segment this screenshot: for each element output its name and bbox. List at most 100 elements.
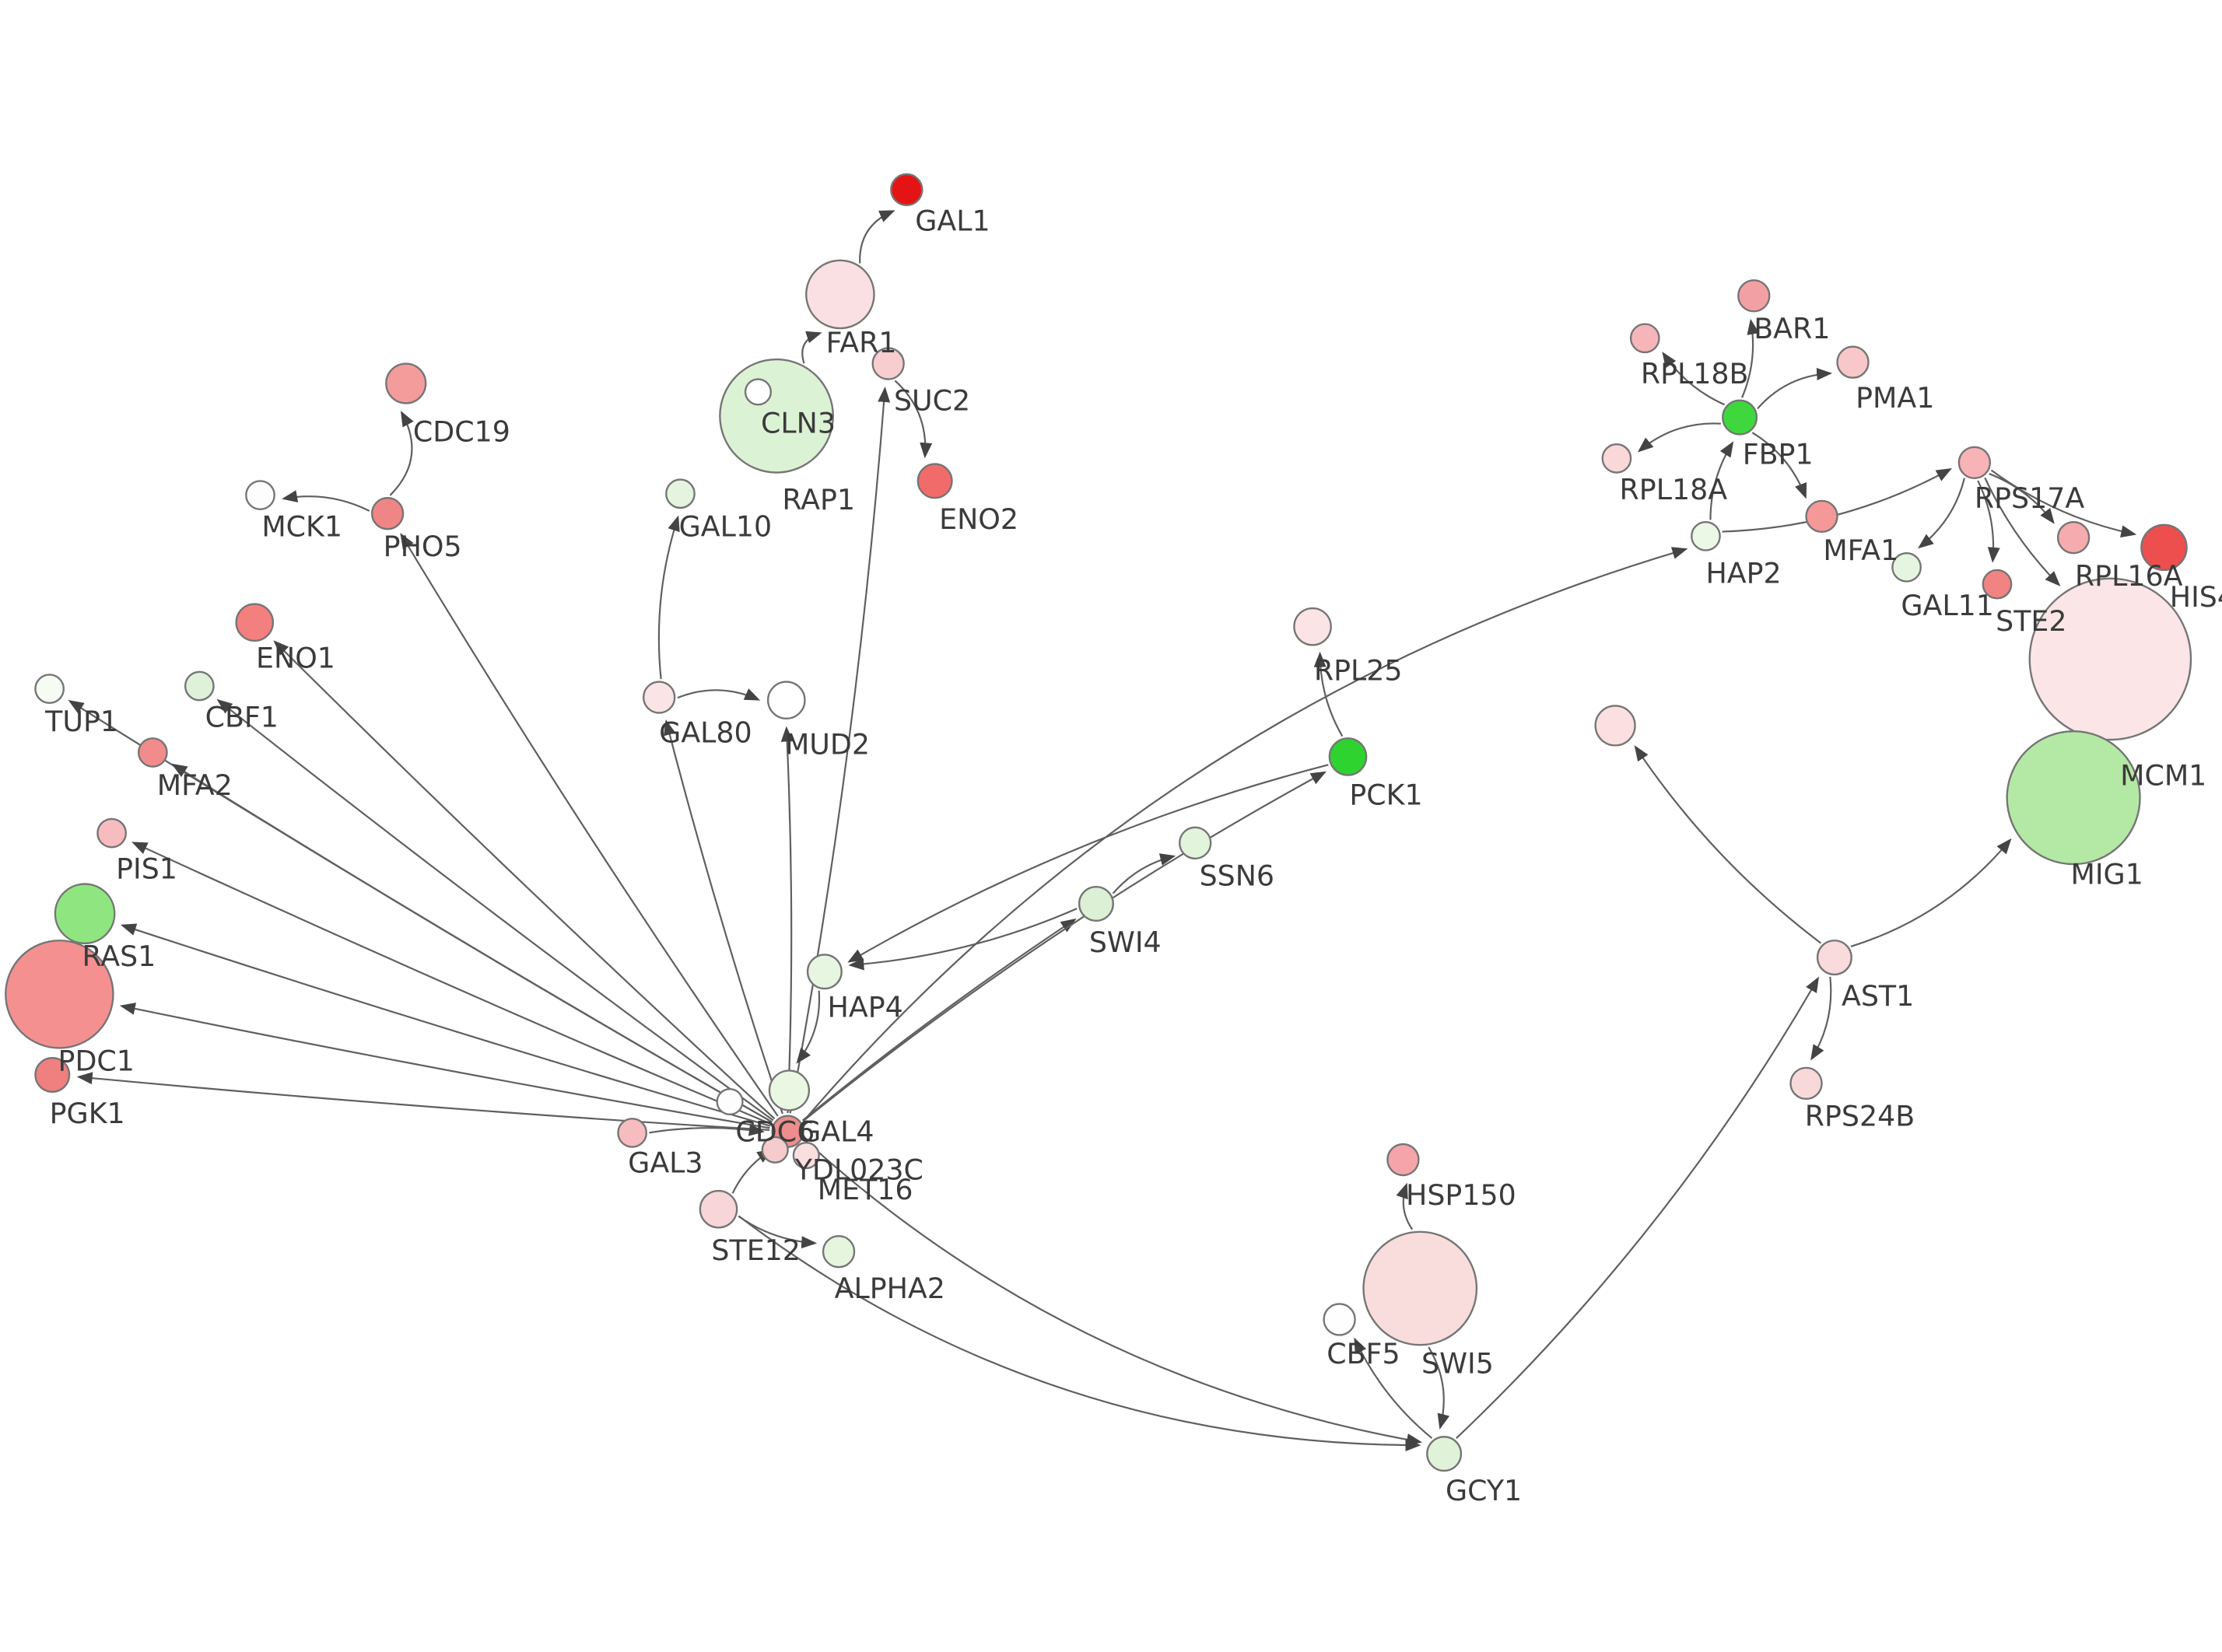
node-ssn6[interactable] — [1178, 826, 1212, 859]
node-hsp150[interactable] — [1386, 1143, 1420, 1177]
edge-ast1-unk1[interactable] — [1634, 745, 1822, 944]
edge-gal4-eno1[interactable] — [273, 640, 776, 1120]
node-rps17a[interactable] — [1957, 446, 1992, 479]
node-eno1[interactable] — [235, 603, 275, 642]
node-his4[interactable] — [2140, 523, 2188, 572]
node-tup1[interactable] — [34, 674, 65, 705]
edge-gcy1-cbf5[interactable] — [1354, 1337, 1433, 1439]
edge-gal4-cbf1[interactable] — [216, 698, 774, 1122]
node-far1[interactable] — [805, 259, 875, 330]
edge-swi5-hsp150[interactable] — [1396, 1182, 1414, 1230]
node-rpl18a[interactable] — [1601, 443, 1632, 474]
edge-gal4-mfa2[interactable] — [171, 763, 773, 1123]
node-eno2[interactable] — [916, 463, 953, 499]
node-ste2[interactable] — [1982, 569, 2013, 600]
node-gal10[interactable] — [665, 478, 696, 509]
node-cbf1[interactable] — [184, 670, 215, 702]
node-pdc1[interactable] — [5, 940, 114, 1049]
edge-hap2-fbp1[interactable] — [1709, 441, 1734, 520]
node-swi4[interactable] — [1078, 885, 1114, 922]
node-pck1[interactable] — [1328, 737, 1368, 776]
edge-gal4-tup1[interactable] — [68, 699, 773, 1123]
node-mcm1[interactable] — [2028, 577, 2192, 741]
node-unk0[interactable] — [716, 1087, 744, 1116]
node-swi5[interactable] — [1362, 1230, 1478, 1346]
edge-hap2-rps17a[interactable] — [1722, 467, 1952, 533]
edge-hap4-cdc6[interactable] — [796, 990, 821, 1064]
edge-gal3-gal4[interactable] — [649, 1123, 765, 1136]
edge-gal80-mud2[interactable] — [677, 688, 761, 701]
edge-fbp1-rpl18b[interactable] — [1662, 352, 1725, 406]
node-pho5[interactable] — [370, 497, 405, 530]
node-cdc6[interactable] — [768, 1069, 811, 1111]
node-hap4[interactable] — [806, 954, 843, 990]
edge-gal4-pdc1[interactable] — [119, 1003, 770, 1129]
edge-swi4-hap4[interactable] — [848, 908, 1078, 971]
node-ras1[interactable] — [54, 883, 116, 945]
node-mfa2[interactable] — [137, 737, 168, 768]
node-rps24b[interactable] — [1789, 1066, 1823, 1101]
node-met16[interactable] — [792, 1142, 820, 1170]
node-ste12[interactable] — [699, 1189, 738, 1229]
node-pma1[interactable] — [1836, 345, 1870, 379]
edge-fbp1-mfa1[interactable] — [1751, 432, 1807, 499]
node-rpl25[interactable] — [1293, 607, 1332, 646]
edge-rps17a-his4[interactable] — [1990, 469, 2137, 538]
node-hap2[interactable] — [1691, 520, 1721, 551]
node-mck1[interactable] — [245, 480, 275, 510]
node-rpl16a[interactable] — [2056, 520, 2091, 555]
node-mig1[interactable] — [2006, 730, 2141, 866]
edge-pck1-hap4[interactable] — [847, 764, 1329, 963]
edge-fbp1-bar1[interactable] — [1741, 318, 1760, 398]
edge-gal4-suc2[interactable] — [789, 386, 891, 1114]
edge-swi4-ssn6[interactable] — [1112, 853, 1176, 894]
edge-gal4-swi4[interactable] — [801, 918, 1077, 1122]
node-cln3[interactable] — [719, 358, 834, 474]
edge-suc2-eno2[interactable] — [894, 380, 933, 459]
edge-gal4-pck1[interactable] — [802, 771, 1327, 1122]
node-ydl023c[interactable] — [761, 1136, 789, 1164]
node-bar1[interactable] — [1737, 279, 1771, 313]
node-fbp1[interactable] — [1722, 399, 1758, 436]
node-rpl18b[interactable] — [1629, 323, 1660, 354]
node-pis1[interactable] — [96, 817, 127, 849]
edge-rps17a-gal11[interactable] — [1918, 478, 1966, 549]
edge-cln3-far1[interactable] — [801, 331, 822, 364]
edge-gal4-mud2[interactable] — [780, 726, 794, 1114]
node-gal80[interactable] — [642, 681, 676, 714]
node-rap1[interactable] — [744, 378, 772, 406]
node-gal11[interactable] — [1891, 551, 1922, 583]
edge-ste12-gcy1[interactable] — [738, 1215, 1421, 1452]
edge-rps17a-ste2[interactable] — [1977, 480, 2000, 563]
edge-pho5-mck1[interactable] — [282, 490, 370, 512]
edge-gal4-ras1[interactable] — [120, 923, 771, 1127]
edge-gal4-hap2[interactable] — [802, 547, 1688, 1122]
edge-pck1-rpl25[interactable] — [1313, 651, 1344, 737]
edge-ste12-alpha2[interactable] — [738, 1215, 818, 1249]
node-cdc19[interactable] — [385, 362, 427, 404]
node-cbf5[interactable] — [1323, 1303, 1356, 1336]
node-unk1[interactable] — [1594, 705, 1636, 747]
edge-gal4-gcy1[interactable] — [804, 1139, 1423, 1446]
edge-pho5-cdc19[interactable] — [389, 411, 414, 496]
edge-rps17a-mcm1[interactable] — [1984, 477, 2061, 586]
node-pgk1[interactable] — [34, 1056, 71, 1093]
edge-far1-gal1[interactable] — [859, 210, 895, 264]
edge-ast1-mig1[interactable] — [1850, 838, 2012, 947]
edge-gal4-pgk1[interactable] — [76, 1072, 770, 1131]
edge-gal4-gal80[interactable] — [663, 719, 783, 1115]
edge-gcy1-ast1[interactable] — [1456, 976, 1820, 1439]
node-gal3[interactable] — [617, 1118, 647, 1148]
node-suc2[interactable] — [871, 347, 905, 380]
edge-gal80-gal10[interactable] — [657, 515, 680, 680]
edge-fbp1-pma1[interactable] — [1757, 368, 1833, 410]
edge-ast1-rps24b[interactable] — [1810, 976, 1832, 1061]
node-gcy1[interactable] — [1426, 1436, 1463, 1472]
node-mfa1[interactable] — [1805, 499, 1838, 534]
edge-rps17a-rpl16a[interactable] — [1989, 473, 2055, 524]
edge-gal4-pho5[interactable] — [400, 533, 779, 1117]
edge-fbp1-rpl18a[interactable] — [1637, 422, 1721, 453]
edge-swi5-gcy1[interactable] — [1428, 1346, 1450, 1430]
node-alpha2[interactable] — [822, 1235, 856, 1269]
